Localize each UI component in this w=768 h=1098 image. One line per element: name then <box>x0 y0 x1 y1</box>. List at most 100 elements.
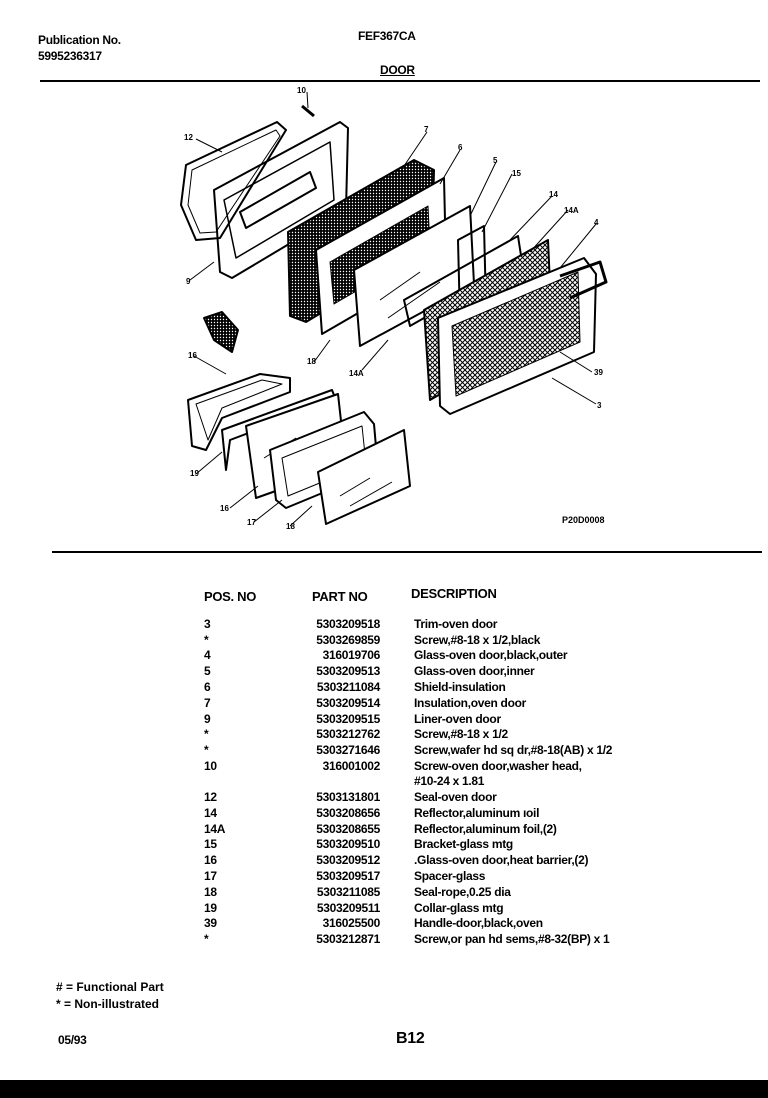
callout-3: 3 <box>597 401 602 410</box>
part-number: 5303212762 <box>316 727 380 742</box>
part-number: 5303209517 <box>316 868 380 883</box>
legend-functional: # = Functional Part <box>56 980 164 994</box>
part-description: Glass-oven door,black,outer <box>414 648 568 663</box>
position-number: * <box>204 632 209 647</box>
part-number: 5303212871 <box>316 932 380 947</box>
callout-5: 5 <box>493 156 498 165</box>
header-part: PART NO <box>312 589 368 604</box>
diagram-rule <box>52 551 762 553</box>
position-number: 6 <box>204 679 211 694</box>
part-number: 5303209513 <box>316 664 380 679</box>
part-description: Bracket-glass mtg <box>414 837 513 852</box>
callout-6: 6 <box>458 143 463 152</box>
position-number: 39 <box>204 916 217 931</box>
callout-4: 4 <box>594 218 599 227</box>
oven-handle <box>559 260 608 300</box>
header-description: DESCRIPTION <box>411 586 497 601</box>
position-number: 12 <box>204 789 217 804</box>
position-number: 14 <box>204 805 217 820</box>
position-number: 5 <box>204 664 211 679</box>
callout-12: 12 <box>184 133 193 142</box>
callout-17: 17 <box>247 518 256 527</box>
position-number: 15 <box>204 837 217 852</box>
door-seal <box>180 121 287 241</box>
part-number: 316001002 <box>322 758 381 773</box>
part-description: Seal-oven door <box>414 789 497 804</box>
callout-9: 9 <box>186 277 191 286</box>
rope-seal-frame <box>187 373 291 451</box>
position-number: 14A <box>204 821 226 836</box>
header-pos: POS. NO <box>204 589 257 604</box>
position-number: 9 <box>204 711 211 726</box>
model-number: FEF367CA <box>358 29 416 43</box>
callout-39: 39 <box>594 368 603 377</box>
part-description: Liner-oven door <box>414 711 501 726</box>
part-number: 5303211085 <box>316 884 380 899</box>
position-number: * <box>204 743 209 758</box>
part-number: 5303209515 <box>316 711 380 726</box>
part-number: 5303209511 <box>316 900 380 915</box>
part-number: 316019706 <box>322 648 381 663</box>
position-number: 16 <box>204 853 217 868</box>
header-rule <box>40 80 760 82</box>
position-number: 10 <box>204 758 217 773</box>
callout-16-lower: 16 <box>220 504 229 513</box>
exploded-door-diagram: 10 12 7 6 5 15 14 14A 4 9 39 3 18 14A 16… <box>180 86 608 531</box>
part-description: Handle-door,black,oven <box>414 916 543 931</box>
part-description: .Glass-oven door,heat barrier,(2) <box>414 853 589 868</box>
part-description: Collar-glass mtg <box>414 900 504 915</box>
position-number: 4 <box>204 648 211 663</box>
publication-label: Publication No. <box>38 33 121 47</box>
part-number: 5303208656 <box>316 805 380 820</box>
legend-non-illustrated: * = Non-illustrated <box>56 997 160 1011</box>
callout-14: 14 <box>549 190 558 199</box>
callout-14a-lower: 14A <box>349 369 364 378</box>
part-number: 5303211084 <box>316 679 380 694</box>
part-description: Spacer-glass <box>414 868 486 883</box>
part-number: 5303208655 <box>316 821 380 836</box>
callout-18-lower: 18 <box>286 522 295 531</box>
part-description: Insulation,oven door <box>414 695 527 710</box>
footer-date: 05/93 <box>58 1033 87 1047</box>
part-description: Shield-insulation <box>414 679 506 694</box>
part-number: 5303209518 <box>316 616 380 631</box>
part-description: Reflector,aluminum foil,(2) <box>414 821 557 836</box>
part-number: 5303209512 <box>316 853 380 868</box>
part-number: 5303209510 <box>316 837 380 852</box>
position-number: * <box>204 932 209 947</box>
part-description: Seal-rope,0.25 dia <box>414 884 511 899</box>
callout-15: 15 <box>512 169 521 178</box>
position-number: * <box>204 727 209 742</box>
page-number: B12 <box>396 1030 425 1047</box>
part-number: 5303131801 <box>316 789 380 804</box>
part-number: 5303209514 <box>316 695 380 710</box>
callout-10: 10 <box>297 86 306 95</box>
part-description: Screw,wafer hd sq dr,#8-18(AB) x 1/2 <box>414 743 613 758</box>
position-number: 18 <box>204 884 217 899</box>
position-number: 19 <box>204 900 217 915</box>
part-description: Screw,#8-18 x 1/2 <box>414 727 508 742</box>
part-description: Reflector,aluminum ıoil <box>414 805 540 820</box>
position-number: 7 <box>204 695 211 710</box>
part-number: 5303271646 <box>316 743 380 758</box>
part-number: 5303269859 <box>316 632 380 647</box>
callout-7: 7 <box>424 125 429 134</box>
section-title: DOOR <box>380 63 415 77</box>
diagram-code: P20D0008 <box>562 515 605 525</box>
door-screw <box>301 104 315 118</box>
callout-16-upper: 16 <box>188 351 197 360</box>
part-description: Glass-oven door,inner <box>414 664 535 679</box>
part-number: 316025500 <box>322 916 381 931</box>
callout-18-upper: 18 <box>307 357 316 366</box>
part-description: Screw,#8-18 x 1/2,black <box>414 632 541 647</box>
callout-14a: 14A <box>564 206 579 215</box>
publication-number: 5995236317 <box>38 49 102 63</box>
part-description: Trim-oven door <box>414 616 498 631</box>
callout-19: 19 <box>190 469 199 478</box>
part-description: Screw,or pan hd sems,#8-32(BP) x 1 <box>414 932 610 947</box>
part-description-continued: #10-24 x 1.81 <box>414 773 485 788</box>
position-number: 3 <box>204 616 211 631</box>
position-number: 17 <box>204 868 217 883</box>
lower-glass <box>317 429 411 525</box>
